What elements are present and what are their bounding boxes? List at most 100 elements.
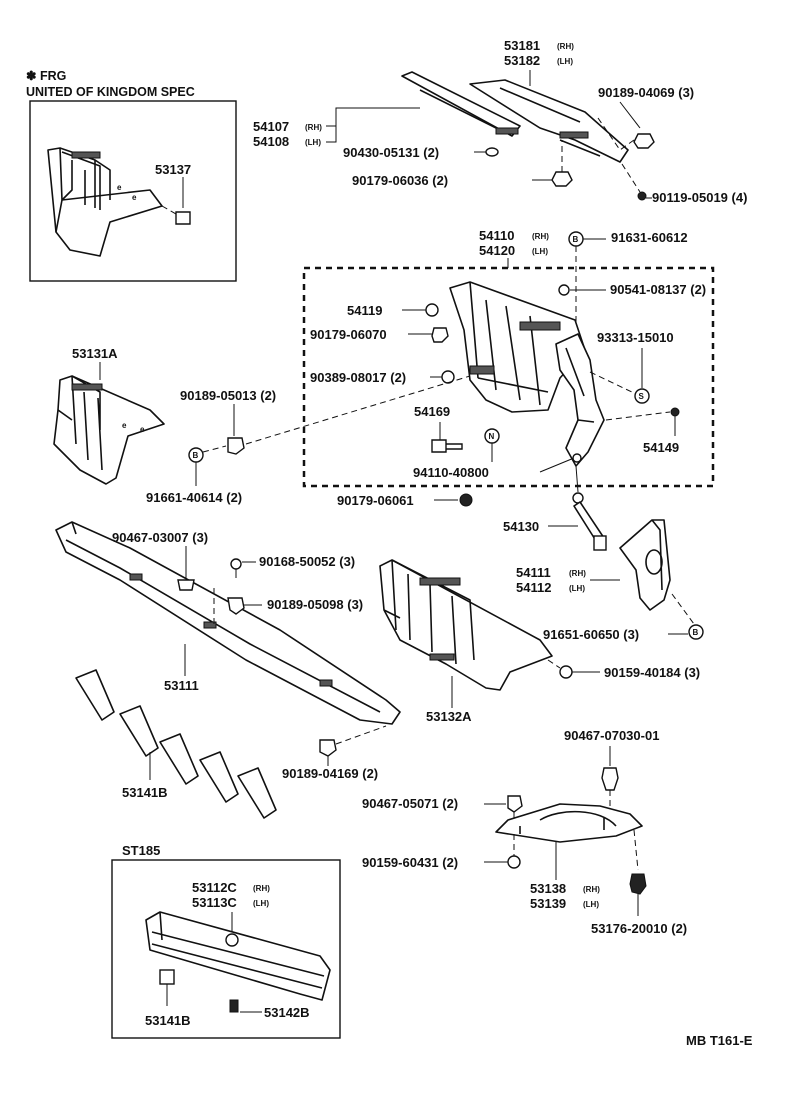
svg-text:(RH): (RH) (253, 884, 270, 893)
bolt-90159-40184 (559, 665, 573, 679)
label-90430-05131: 90430-05131 (2) (343, 145, 439, 160)
label-93313-15010: 93313-15010 (597, 330, 674, 345)
bolt-53137 (175, 211, 191, 225)
inset-st185-frame (111, 859, 341, 1039)
symbol-n-94110: N (484, 428, 500, 444)
part-54107-drawing (401, 71, 521, 137)
label-53113C: 53113C (192, 895, 237, 910)
label-90119-05019: 90119-05019 (4) (652, 190, 747, 205)
label-53181: 53181 (504, 38, 540, 53)
label-54111: 54111 (516, 565, 551, 580)
bolt-54169 (431, 439, 463, 453)
clip-90467-03007 (177, 579, 195, 591)
label-54110: 54110 (479, 228, 514, 243)
label-90159-60431: 90159-60431 (2) (362, 855, 458, 870)
bolt-90119-05019 (637, 191, 647, 201)
label-90189-05013: 90189-05013 (2) (180, 388, 276, 403)
clip-53176-20010 (629, 873, 647, 895)
svg-text:(RH): (RH) (583, 885, 600, 894)
screw-90168-50052 (230, 558, 242, 570)
label-53112C: 53112C (192, 880, 237, 895)
label-53131A: 53131A (72, 346, 118, 361)
clip-53141B-st (159, 969, 175, 985)
part-53138-drawing (495, 803, 643, 843)
svg-text:e: e (132, 193, 137, 202)
label-54112: 54112 (516, 580, 551, 595)
label-90159-40184: 90159-40184 (3) (604, 665, 700, 680)
group-hood-lock: 54130 54111 (RH) 54112 (LH) 91651-60650 … (503, 465, 704, 642)
nut-94110-40800 (572, 453, 582, 463)
part-54110-drawing (449, 281, 586, 413)
svg-text:(LH): (LH) (305, 138, 321, 147)
svg-text:S: S (639, 392, 645, 401)
inset-st185: ST185 53112C (RH) 53113C (LH) 53141B 531… (111, 843, 341, 1039)
label-90389-08017: 90389-08017 (2) (310, 370, 406, 385)
svg-text:B: B (193, 451, 199, 460)
label-91661-40614: 91661-40614 (2) (146, 490, 242, 505)
label-53137: 53137 (155, 162, 191, 177)
svg-text:N: N (489, 432, 495, 441)
nut-90189-05013 (227, 437, 245, 455)
strip-53141B-4 (199, 751, 239, 803)
inset-uk-spec-label: UNITED OF KINGDOM SPEC (26, 85, 195, 99)
label-90179-06036: 90179-06036 (2) (352, 173, 448, 188)
grommet-90541-08137 (558, 284, 570, 296)
washer-90430-05131 (485, 147, 499, 157)
nut-90179-06061 (459, 493, 473, 507)
clip-90467-05071 (507, 795, 523, 813)
label-90179-06061: 90179-06061 (337, 493, 414, 508)
label-54120: 54120 (479, 243, 515, 258)
nut-90189-04069 (633, 133, 655, 149)
label-53176-20010: 53176-20010 (2) (591, 921, 687, 936)
label-91651-60650: 91651-60650 (3) (543, 627, 639, 642)
group-grille-53111: 53111 90467-03007 (3) 90168-50052 (3) 90… (55, 521, 401, 781)
svg-text:(LH): (LH) (569, 584, 585, 593)
svg-text:e: e (117, 183, 122, 192)
nut-90179-06070 (431, 327, 449, 343)
symbol-b-91661: B (188, 447, 204, 463)
symbol-s-93313: S (634, 388, 650, 404)
label-54130: 54130 (503, 519, 539, 534)
svg-text:(RH): (RH) (305, 123, 322, 132)
link-top-54130 (572, 492, 584, 504)
svg-text:(LH): (LH) (583, 900, 599, 909)
label-90467-07030: 90467-07030-01 (564, 728, 659, 743)
part-53112C-drawing (145, 911, 331, 1001)
footer-code: MB T161-E (686, 1033, 753, 1048)
label-54169: 54169 (414, 404, 450, 419)
svg-text:(LH): (LH) (557, 57, 573, 66)
label-94110-40800: 94110-40800 (413, 465, 489, 480)
part-54111-drawing (619, 519, 671, 611)
group-headlamp-support: 54110 (RH) 54120 (LH) B 91631-60612 5411… (302, 228, 715, 488)
label-54108: 54108 (253, 134, 289, 149)
group-53131A: 53131A e e 90189-05013 (2) B 91661-40614… (53, 346, 471, 505)
clip-54119 (425, 303, 439, 317)
label-53141B-st: 53141B (145, 1013, 191, 1028)
label-90189-04169: 90189-04169 (2) (282, 766, 378, 781)
part-53181-drawing (469, 79, 629, 163)
strip-53141B-5 (237, 767, 277, 819)
clip-53142B (229, 999, 239, 1013)
part-53111-drawing (55, 521, 401, 725)
part-53137-drawing: e e (47, 147, 163, 257)
label-54119: 54119 (347, 303, 382, 318)
group-53132A: 53132A 90159-40184 (3) (379, 559, 700, 724)
label-53182: 53182 (504, 53, 540, 68)
clip-90467-07030 (601, 767, 619, 791)
label-90168-50052: 90168-50052 (3) (259, 554, 355, 569)
label-90541-08137: 90541-08137 (2) (610, 282, 706, 297)
label-54107: 54107 (253, 119, 289, 134)
svg-text:(LH): (LH) (532, 247, 548, 256)
svg-text:(RH): (RH) (557, 42, 574, 51)
svg-text:e: e (140, 425, 145, 434)
part-54149-bracket-drawing (555, 333, 605, 467)
assy-dashed-frame (302, 266, 715, 488)
label-53139: 53139 (530, 896, 566, 911)
svg-text:(RH): (RH) (569, 569, 586, 578)
symbol-b-91631: B (568, 231, 584, 247)
svg-text:(LH): (LH) (253, 899, 269, 908)
inset-st185-title: ST185 (122, 843, 160, 858)
clip-54149 (670, 407, 680, 417)
group-53138: 90467-07030-01 90467-05071 (2) 90159-604… (362, 728, 687, 936)
svg-text:B: B (693, 628, 699, 637)
